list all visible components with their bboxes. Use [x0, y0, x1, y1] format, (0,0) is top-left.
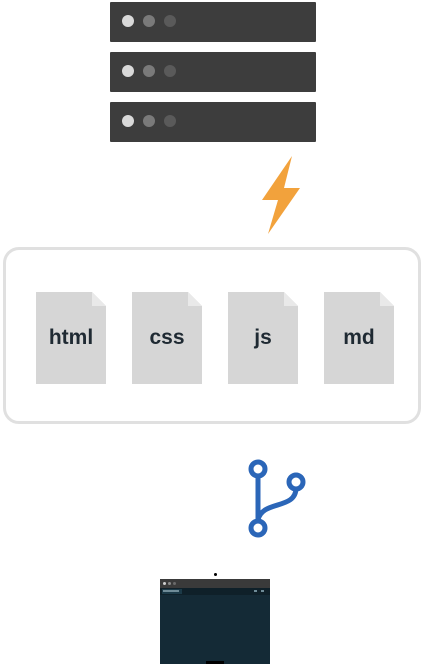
server-led-icon	[122, 115, 134, 127]
server-led-icon	[122, 15, 134, 27]
editor-tabbar	[160, 588, 270, 595]
server-led-icon	[143, 115, 155, 127]
split-icon	[254, 590, 257, 592]
file-label: js	[254, 326, 272, 349]
source-files-container	[3, 247, 421, 424]
window-control-icon	[173, 582, 176, 585]
server-led-icon	[164, 15, 176, 27]
server-led-icon	[164, 115, 176, 127]
server-led-icon	[143, 65, 155, 77]
monitor-icon	[160, 579, 270, 664]
lightning-bolt-icon	[262, 156, 300, 234]
window-control-icon	[168, 582, 171, 585]
css-file-icon: css	[132, 292, 202, 384]
git-branch-icon	[248, 459, 306, 538]
server-led-icon	[164, 65, 176, 77]
server-led-icon	[143, 15, 155, 27]
window-control-icon	[163, 582, 166, 585]
js-file-icon: js	[228, 292, 298, 384]
file-label: html	[48, 326, 94, 349]
more-icon	[261, 590, 264, 592]
monitor-stand	[206, 661, 224, 664]
server-unit-3	[110, 102, 316, 142]
server-unit-2	[110, 52, 316, 92]
camera-dot	[214, 573, 217, 576]
editor-tab-text	[163, 590, 179, 592]
file-label: md	[343, 326, 375, 349]
editor-titlebar	[160, 579, 270, 588]
md-file-icon: md	[324, 292, 394, 384]
html-file-icon: html	[36, 292, 106, 384]
server-led-icon	[122, 65, 134, 77]
file-label: css	[149, 326, 185, 349]
server-unit-1	[110, 2, 316, 42]
